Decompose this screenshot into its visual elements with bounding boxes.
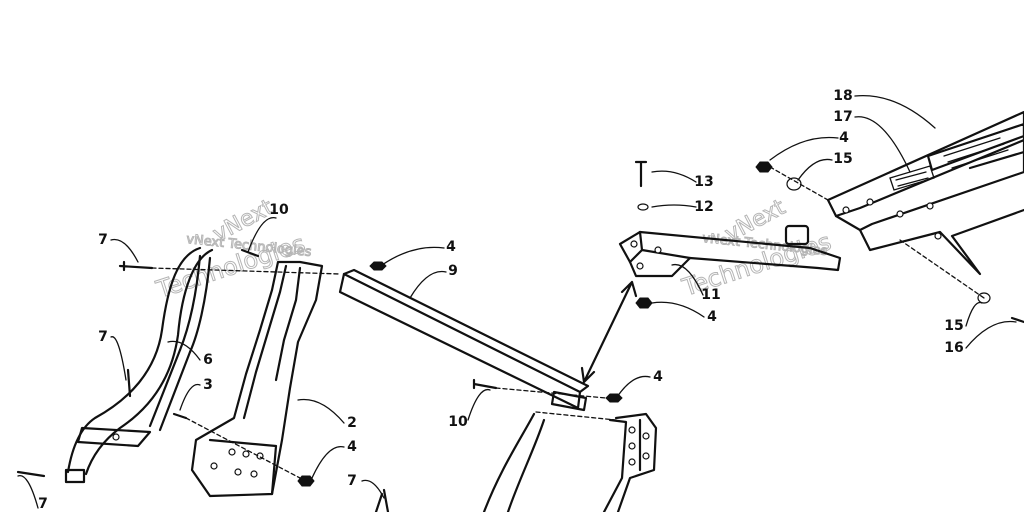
plate-tab	[784, 224, 810, 246]
bolt-3	[172, 412, 188, 420]
bolt-hole	[112, 433, 120, 441]
callout-label: 2	[347, 415, 357, 431]
callout-leader	[854, 116, 911, 173]
bolt-hole	[250, 470, 258, 478]
alignment-line	[495, 387, 607, 399]
callout-label: 4	[653, 369, 663, 385]
callout-leader	[297, 398, 345, 424]
bolt-16	[1010, 316, 1024, 324]
assembly-arrow	[580, 280, 638, 384]
callout-label: 15	[944, 318, 963, 334]
callout-label: 7	[38, 496, 48, 512]
bolt-hole	[234, 468, 242, 476]
bolt-hole	[630, 240, 638, 248]
callout-label: 4	[347, 439, 357, 455]
bolt-hole	[934, 232, 942, 240]
callout-leader	[854, 94, 936, 129]
alignment-line	[899, 239, 985, 299]
callout-leader	[17, 474, 39, 509]
callout-label: 15	[833, 151, 852, 167]
bolt-hole	[654, 246, 662, 254]
callout-leader	[651, 204, 697, 208]
bolt-hole	[210, 462, 218, 470]
bolt-13	[634, 160, 648, 188]
part-cross-tube	[338, 268, 590, 412]
bolt-hole	[228, 448, 236, 456]
nut-icon	[369, 261, 387, 271]
callout-leader	[651, 301, 705, 318]
bolt-hole	[642, 452, 650, 460]
hardware-layer	[16, 160, 1024, 512]
callout-leader	[409, 270, 447, 299]
callout-label: 7	[347, 473, 357, 489]
part-lower-bracket	[374, 412, 658, 512]
callout-label: 6	[203, 352, 213, 368]
callout-label: 4	[707, 309, 717, 325]
bolt-10	[472, 378, 498, 390]
bolt-hole	[628, 458, 636, 466]
part-plate	[618, 224, 842, 278]
part-stay-rod	[64, 246, 214, 484]
bolt-hole	[642, 432, 650, 440]
bolt-7	[16, 470, 46, 478]
callout-leader	[247, 217, 277, 253]
callout-label: 12	[694, 199, 713, 215]
rod-foot	[64, 468, 86, 484]
bolt-hole	[628, 426, 636, 434]
callout-leader	[381, 246, 445, 266]
bolt-hole	[628, 442, 636, 450]
bolt-10	[240, 248, 260, 258]
part-frame	[826, 110, 1024, 276]
callout-label: 10	[448, 414, 468, 430]
callout-label: 11	[701, 287, 720, 303]
callout-leader	[769, 136, 839, 161]
alignment-line	[185, 417, 301, 479]
callout-leader	[651, 170, 697, 183]
callout-leader	[167, 340, 201, 361]
bolt-7	[118, 260, 154, 272]
bolt-7	[126, 368, 132, 398]
callout-layer: 18 17 4 15 13 12 11 4 15 16 10 7 4 9 7 6 3 4 10 2 4 7 7	[17, 88, 1017, 512]
nut-icon	[635, 297, 653, 309]
callout-label: 7	[98, 232, 108, 248]
callout-label: 4	[446, 239, 456, 255]
callout-leader	[361, 479, 385, 499]
bolt-hole	[636, 262, 644, 270]
bolt-hole	[926, 202, 934, 210]
bolt-hole	[842, 206, 850, 214]
callout-leader	[797, 158, 833, 181]
callout-leader	[467, 388, 491, 421]
callout-leader	[616, 375, 651, 398]
washer-12	[637, 203, 649, 211]
callout-leader	[965, 320, 1017, 349]
alignment-line	[769, 166, 829, 201]
bolt-hole	[896, 210, 904, 218]
callout-leader	[110, 238, 139, 263]
callout-label: 10	[269, 202, 289, 218]
callout-leader	[179, 383, 201, 411]
bolt-7	[382, 488, 390, 512]
callout-leader	[110, 336, 127, 381]
callout-label: 17	[833, 109, 852, 125]
bolt-hole	[866, 198, 874, 206]
alignment-line	[535, 411, 617, 421]
callout-label: 13	[694, 174, 713, 190]
callout-label: 9	[448, 263, 458, 279]
nut-icon	[297, 475, 315, 487]
nut-icon	[755, 161, 773, 173]
callout-label: 3	[203, 377, 213, 393]
callout-label: 4	[839, 130, 849, 146]
alignment-line	[151, 267, 341, 275]
bolt-hole	[242, 450, 250, 458]
callout-label: 18	[833, 88, 852, 104]
callout-leader	[965, 301, 983, 327]
callout-leader	[311, 445, 345, 479]
watermark-layer: vNext vNext Technologies Technologies vN…	[152, 194, 835, 304]
nut-icon	[605, 393, 623, 403]
callout-label: 16	[944, 340, 963, 356]
callout-label: 7	[98, 329, 108, 345]
callout-leader	[671, 263, 704, 296]
